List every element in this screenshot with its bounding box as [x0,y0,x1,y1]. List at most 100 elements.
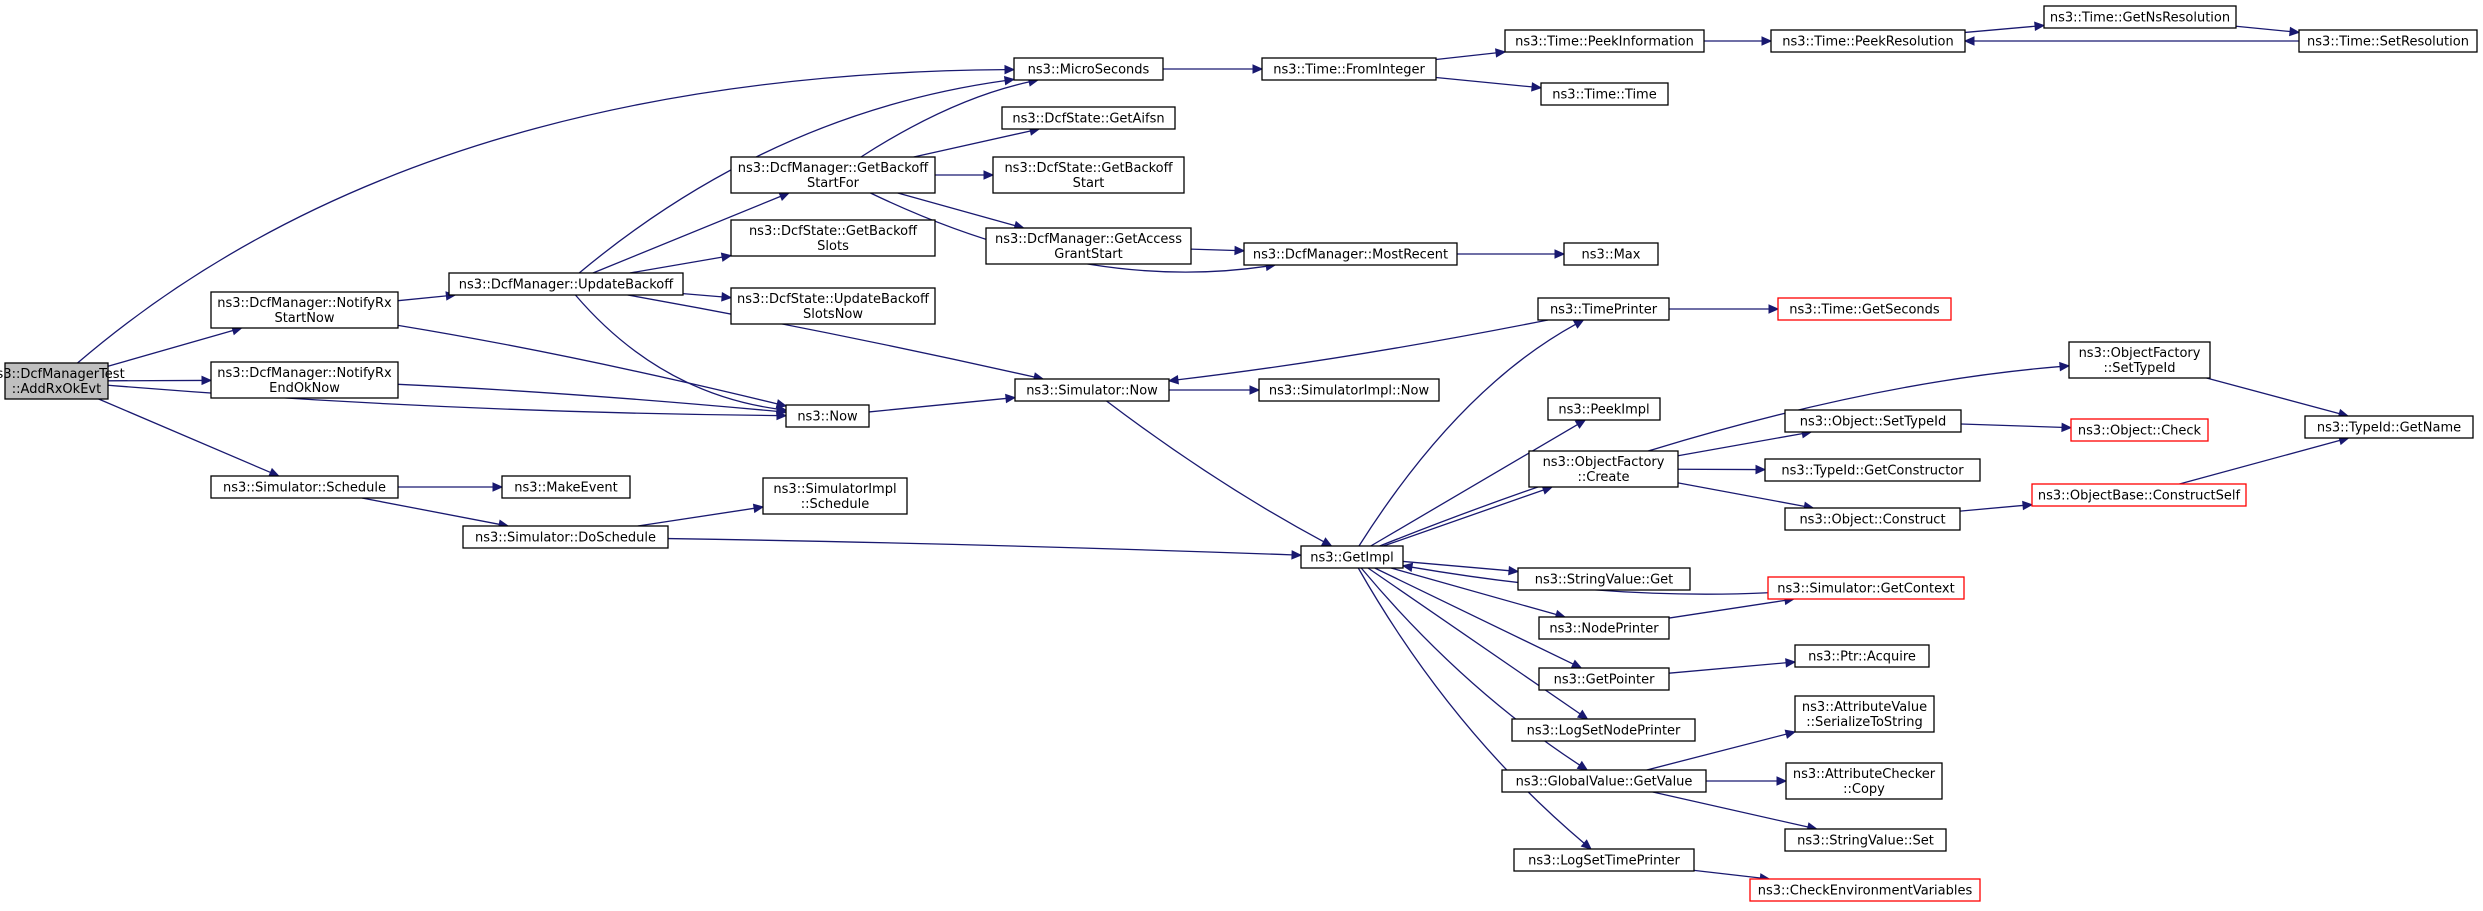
node-objConstruct[interactable]: ns3::Object::Construct [1784,507,1961,531]
edge-arrowhead [1580,839,1592,850]
node-label: ns3::Simulator::GetContext [1777,582,1954,597]
node-microSeconds[interactable]: ns3::MicroSeconds [1013,57,1164,81]
node-root[interactable]: ns3::DcfManagerTest::AddRxOkEvt [0,362,125,400]
node-getConstructor[interactable]: ns3::TypeId::GetConstructor [1764,458,1981,482]
node-globalGetValue[interactable]: ns3::GlobalValue::GetValue [1501,769,1707,793]
edge-timePrinter-to-simNow [1167,319,1549,385]
node-ofSetTypeId[interactable]: ns3::ObjectFactory::SetTypeId [2068,341,2211,379]
edge-updateBackoff-to-getBackoffSlots [629,252,733,274]
edge-objConstruct-to-constructSelf [1959,500,2034,512]
node-makeEvent[interactable]: ns3::MakeEvent [501,475,631,499]
node-doSchedule[interactable]: ns3::Simulator::DoSchedule [462,525,669,549]
edge-simNow-to-implNow [1169,385,1261,395]
node-label: ns3::Time::Time [1552,88,1656,103]
node-logSetTimePrinter[interactable]: ns3::LogSetTimePrinter [1513,848,1695,872]
node-label: ns3::Max [1582,248,1641,263]
node-label: ns3::TypeId::GetName [2317,421,2461,436]
node-box [2070,418,2209,442]
edge-line [1959,504,2024,512]
node-max[interactable]: ns3::Max [1563,242,1659,266]
edge-arrowhead [1005,393,1017,404]
node-label: ::AddRxOkEvt [12,382,101,397]
node-now[interactable]: ns3::Now [785,404,870,428]
node-setResolution[interactable]: ns3::Time::SetResolution [2298,29,2478,53]
edge-globalGetValue-to-checkerCopy [1706,776,1788,786]
edge-line [1357,567,1585,844]
node-label: ns3::Time::GetSeconds [1789,303,1940,318]
node-timeTime[interactable]: ns3::Time::Time [1540,82,1669,106]
edge-getImpl-to-logSetNodePrinter [1367,567,1589,720]
node-implNow[interactable]: ns3::SimulatorImpl::Now [1258,378,1440,402]
edge-line [1383,489,1544,547]
node-label: ns3::SimulatorImpl::Now [1269,384,1430,399]
node-getAifsn[interactable]: ns3::DcfState::GetAifsn [1001,106,1176,130]
node-mostRecent[interactable]: ns3::DcfManager::MostRecent [1243,242,1458,266]
node-implSchedule[interactable]: ns3::SimulatorImpl::Schedule [762,477,908,515]
node-timePrinter[interactable]: ns3::TimePrinter [1537,297,1670,321]
node-label: ns3::CheckEnvironmentVariables [1758,884,1973,899]
node-typeIdGetName[interactable]: ns3::TypeId::GetName [2304,415,2474,439]
edge-line [2235,25,2291,33]
node-checkEnv[interactable]: ns3::CheckEnvironmentVariables [1749,878,1981,902]
node-peekResolution[interactable]: ns3::Time::PeekResolution [1770,29,1966,53]
node-peekImpl[interactable]: ns3::PeekImpl [1547,397,1661,421]
node-getNsResolution[interactable]: ns3::Time::GetNsResolution [2043,5,2237,29]
node-ofCreate[interactable]: ns3::ObjectFactory::Create [1528,450,1679,488]
edge-arrowhead [1401,562,1414,572]
node-box [1538,667,1670,691]
node-checkerCopy[interactable]: ns3::AttributeChecker::Copy [1785,762,1943,800]
edge-root-to-now [107,384,788,421]
node-peekInformation[interactable]: ns3::Time::PeekInformation [1504,29,1705,53]
node-label: ns3::DcfManager::MostRecent [1253,248,1448,263]
edge-line [107,329,234,367]
edge-fromInteger-to-peekInformation [1435,48,1507,61]
node-nodePrinter[interactable]: ns3::NodePrinter [1538,616,1670,640]
edge-arrowhead [2061,422,2073,433]
node-label: ns3::SimulatorImpl [773,482,896,497]
edge-arrowhead [2034,21,2046,32]
node-serializeToString[interactable]: ns3::AttributeValue::SerializeToString [1794,695,1935,733]
node-box [2031,483,2247,507]
node-label: ns3::AttributeValue [1802,700,1927,715]
node-label: ns3::DcfManager::GetAccess [995,232,1182,247]
edge-arrowhead [2289,26,2301,37]
node-logSetNodePrinter[interactable]: ns3::LogSetNodePrinter [1511,718,1696,742]
node-label: ns3::DcfManagerTest [0,367,125,382]
edge-root-to-microSeconds [77,64,1016,364]
node-schedule[interactable]: ns3::Simulator::Schedule [210,475,399,499]
node-simNow[interactable]: ns3::Simulator::Now [1014,378,1170,402]
node-box [1513,848,1695,872]
edge-updateBackoff-to-microSeconds [578,75,1016,274]
node-getPointer[interactable]: ns3::GetPointer [1538,667,1670,691]
edge-timePrinter-to-getSeconds [1669,304,1780,314]
edge-getImpl-to-logSetTimePrinter [1357,567,1592,850]
edge-updateBackoff-to-now [574,294,788,414]
node-getContext[interactable]: ns3::Simulator::GetContext [1767,576,1965,600]
node-constructSelf[interactable]: ns3::ObjectBase::ConstructSelf [2031,483,2247,507]
edge-arrowhead [2022,500,2034,511]
node-label: ::SetTypeId [2103,361,2175,376]
edge-arrowhead [1004,64,1016,75]
node-objSetTypeId[interactable]: ns3::Object::SetTypeId [1784,409,1962,433]
edge-line [627,294,1035,378]
edge-line [361,497,500,525]
node-fromInteger[interactable]: ns3::Time::FromInteger [1261,57,1437,81]
node-objCheck[interactable]: ns3::Object::Check [2070,418,2209,442]
node-getSeconds[interactable]: ns3::Time::GetSeconds [1777,297,1952,321]
node-box [1785,762,1943,800]
node-ptrAcquire[interactable]: ns3::Ptr::Acquire [1794,644,1930,668]
node-getImpl[interactable]: ns3::GetImpl [1300,545,1404,569]
node-stringValueSet[interactable]: ns3::StringValue::Set [1784,828,1947,852]
node-box [1794,695,1935,733]
node-updateBackoff[interactable]: ns3::DcfManager::UpdateBackoff [448,272,684,296]
node-stringValueGet[interactable]: ns3::StringValue::Get [1517,567,1691,591]
node-box [1014,378,1170,402]
edge-updateBackoff-to-updateBackoffSlotsNow [682,292,733,302]
